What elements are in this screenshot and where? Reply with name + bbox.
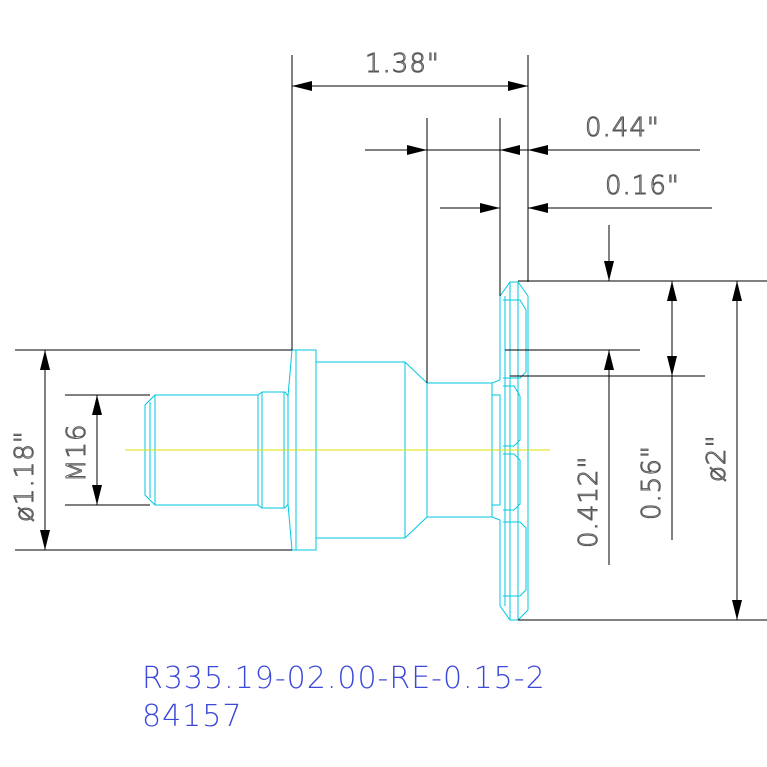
dim-step-a: 0.412" xyxy=(574,456,604,548)
dim-head-thickness: 0.44" xyxy=(585,113,660,143)
dim-flange-thickness: 0.16" xyxy=(605,171,680,201)
head-disc xyxy=(499,281,529,621)
dim-step-b: 0.56" xyxy=(637,445,667,520)
dim-shank-diameter: ø1.18" xyxy=(10,430,40,522)
dimension-lines xyxy=(15,55,767,621)
part-number: R335.19-02.00-RE-0.15-2 xyxy=(142,661,546,696)
dim-overall-length: 1.38" xyxy=(365,49,440,79)
dim-head-diameter: ø2" xyxy=(702,435,732,482)
dim-thread-spec: M16 xyxy=(62,423,92,482)
main-body xyxy=(296,349,501,384)
part-outline xyxy=(144,281,529,621)
item-code: 84157 xyxy=(142,699,242,734)
